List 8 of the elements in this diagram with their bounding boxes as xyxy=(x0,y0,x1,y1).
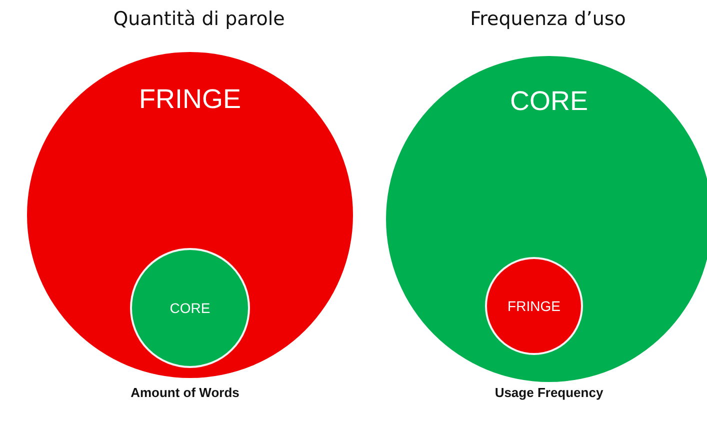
circle-label: FRINGE xyxy=(508,298,560,314)
node-label: Usage Frequency xyxy=(494,385,604,400)
heading: Quantità di parole xyxy=(113,8,285,30)
heading: Frequenza d’uso xyxy=(470,8,626,30)
circle-label: CORE xyxy=(170,300,210,316)
node-label: Amount of Words xyxy=(130,385,240,400)
circle-label: FRINGE xyxy=(138,84,241,115)
circle-label: CORE xyxy=(510,86,588,117)
